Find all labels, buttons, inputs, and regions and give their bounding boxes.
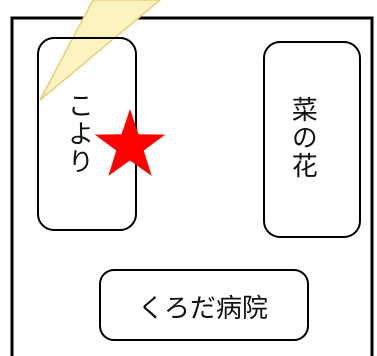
place-label-nanohana: 菜の花 [287,96,318,180]
place-label-koyori: こより [63,92,94,176]
map-border [10,16,374,356]
view-cone [39,0,162,101]
location-marker-star-icon [94,109,166,176]
place-label-kurodabyoin: くろだ病院 [137,293,268,324]
building-kurodabyoin [99,269,309,341]
building-nanohana [263,41,361,238]
